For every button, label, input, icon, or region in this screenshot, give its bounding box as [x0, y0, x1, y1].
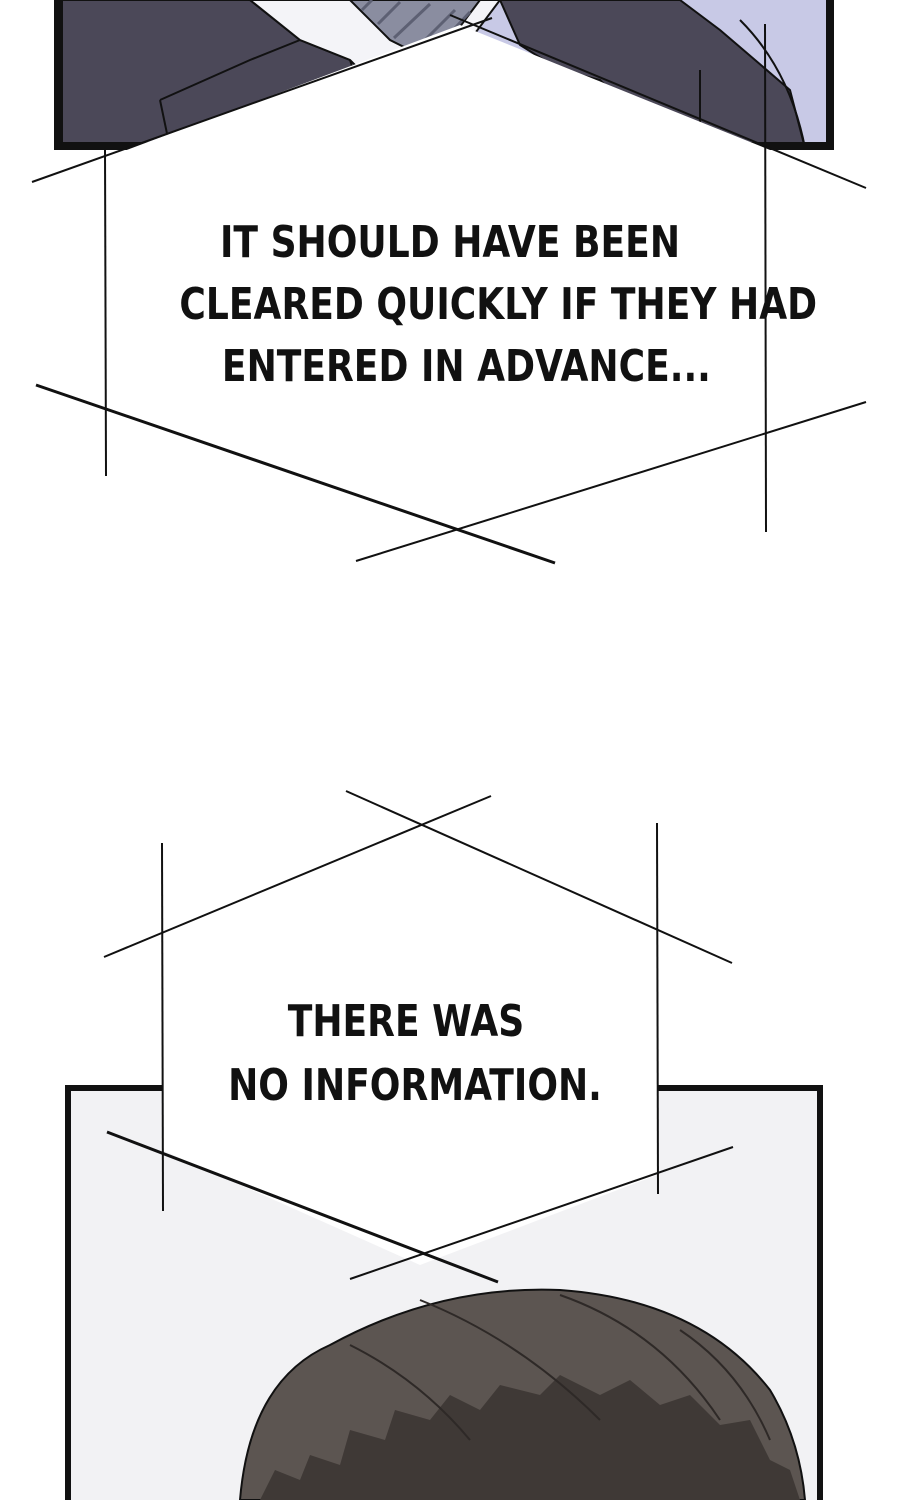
- lapel-lines: [159, 39, 701, 149]
- caption-2-line-2: NO INFORMATION.: [228, 1060, 602, 1111]
- caption-box-1-fill: [100, 25, 770, 530]
- caption-2-line-1: THERE WAS: [287, 996, 525, 1047]
- caption-1-line-1: IT SHOULD HAVE BEEN: [219, 217, 681, 268]
- caption-text-1: IT SHOULD HAVE BEEN CLEARED QUICKLY IF T…: [179, 212, 818, 398]
- caption-1-line-3: ENTERED IN ADVANCE...: [221, 341, 711, 392]
- hair-strands: [349, 1294, 771, 1441]
- jacket-edge-right: [739, 19, 806, 149]
- tie-stripes: [360, 0, 472, 52]
- caption-box-1-sketch-lines: [31, 14, 867, 565]
- caption-1-line-2: CLEARED QUICKLY IF THEY HAD: [179, 279, 818, 330]
- caption-text-2: THERE WAS NO INFORMATION.: [222, 990, 607, 1118]
- caption-box-1: [31, 14, 867, 565]
- hair-shadow: [260, 1375, 800, 1500]
- caption-box-2-sketch-lines: [103, 790, 734, 1284]
- caption-box-2-fill: [162, 823, 657, 1265]
- caption-box-2: [103, 790, 734, 1284]
